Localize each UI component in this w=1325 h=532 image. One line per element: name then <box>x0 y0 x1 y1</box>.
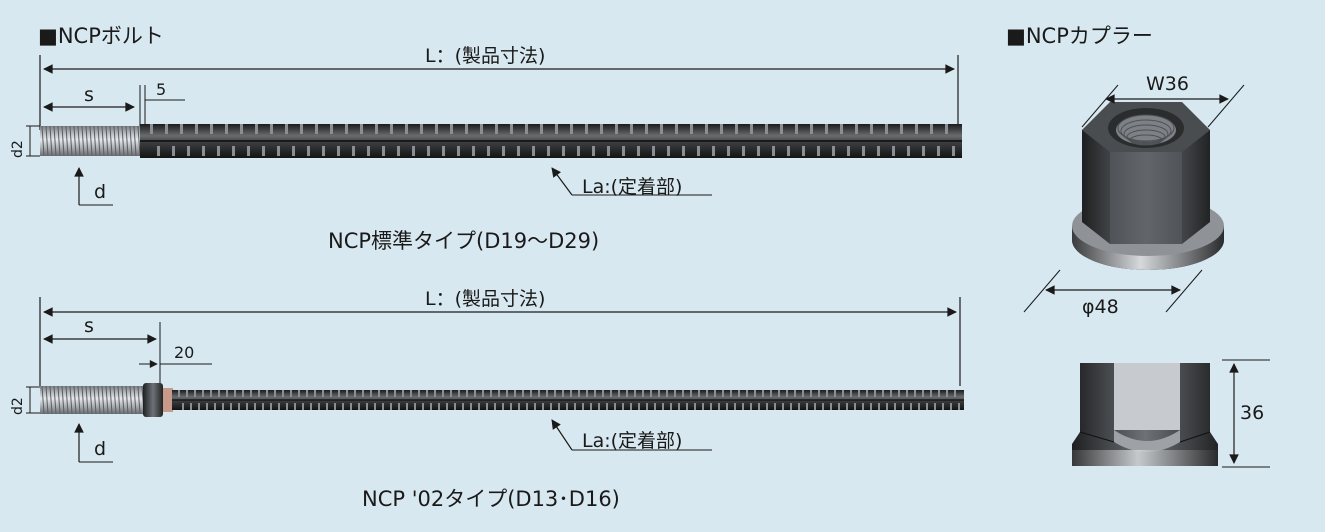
coupler-section-title: ■NCPカプラー <box>1006 24 1153 48</box>
thread-ridges <box>41 385 145 415</box>
coupler-side-flange <box>1072 450 1218 466</box>
coupler-side-face <box>1114 363 1180 430</box>
type02-caption: NCP '02タイプ(D13･D16) <box>362 487 620 511</box>
coupler-iso-view <box>1023 84 1245 313</box>
standard-d-label: d <box>94 181 107 203</box>
weld-ring <box>163 388 173 412</box>
standard-d2-label: d2 <box>10 140 26 158</box>
la-arrow <box>551 167 573 196</box>
standard-s-label: s <box>84 84 94 106</box>
coupler-diameter-label: φ48 <box>1082 296 1119 318</box>
type02-anchor-label: La:(定着部) <box>582 430 683 452</box>
thread-ridges <box>41 125 141 157</box>
type02-bolt-group <box>26 297 964 463</box>
standard-anchor-label: La:(定着部) <box>582 176 683 198</box>
type02-length-label: L：(製品寸法) <box>425 288 546 310</box>
standard-caption: NCP標準タイプ(D19～D29) <box>328 229 600 253</box>
type02-gap-label: 20 <box>174 343 195 362</box>
rebar-ribs <box>172 390 964 410</box>
standard-gap-label: 5 <box>156 80 167 99</box>
type02-d2-label: d2 <box>10 397 26 415</box>
type02-s-label: s <box>84 315 94 337</box>
coupler-height-label: 36 <box>1240 402 1265 424</box>
standard-length-label: L：(製品寸法) <box>425 45 546 67</box>
la-arrow <box>551 419 573 451</box>
collar <box>143 383 163 417</box>
type02-d-label: d <box>94 438 107 460</box>
coupler-width-label: W36 <box>1146 73 1189 95</box>
rebar-ribs <box>140 124 962 156</box>
coupler-side-view <box>1072 359 1270 468</box>
standard-bolt-group <box>26 55 962 206</box>
bolt-section-title: ■NCPボルト <box>38 24 164 48</box>
